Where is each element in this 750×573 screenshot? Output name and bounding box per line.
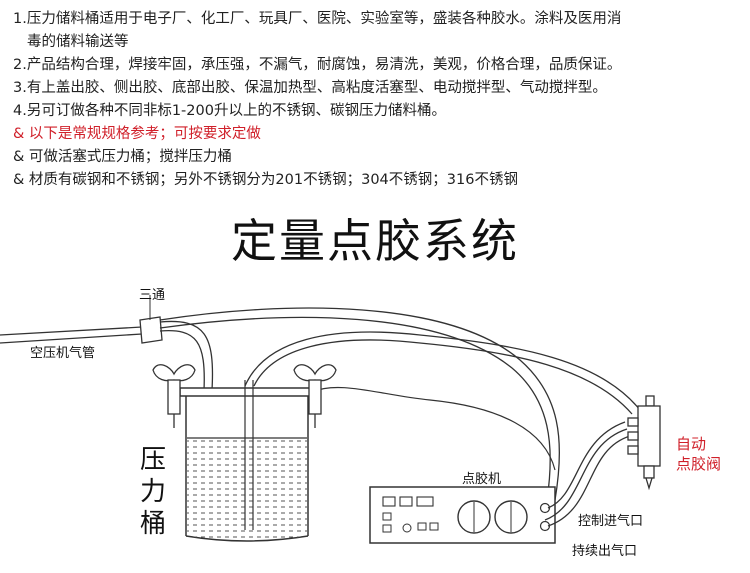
continuous-outlet-label: 持续出气口 xyxy=(572,544,638,559)
tee-label: 三通 xyxy=(139,288,166,303)
glue-feed-tube xyxy=(244,331,641,415)
note-3: 3.有上盖出胶、侧出胶、底部出胶、保温加热型、高粘度活塞型、电动搅拌型、气动搅拌… xyxy=(13,80,607,96)
tee-to-dispenser-tube xyxy=(159,307,561,501)
note-1b: 毒的储料输送等 xyxy=(27,34,129,50)
tank-label-line-3: 桶 xyxy=(140,509,167,539)
valve-label-line-2: 点胶阀 xyxy=(676,455,722,473)
notes: 1.压力储料桶适用于电子厂、化工厂、玩具厂、医院、实验室等，盛装各种胶水。涂料及… xyxy=(13,8,743,192)
note-6: & 可做活塞式压力桶；搅拌压力桶 xyxy=(13,149,232,165)
dispenser-label: 点胶机 xyxy=(462,472,502,487)
tank-air-return-tube xyxy=(311,386,556,471)
valve-label-line-1: 自动 xyxy=(676,435,707,453)
note-7: & 材质有碳钢和不锈钢；另外不锈钢分为201不锈钢；304不锈钢；316不锈钢 xyxy=(13,172,518,188)
note-4: 4.另可订做各种不同非标1-200升以上的不锈钢、碳钢压力储料桶。 xyxy=(13,103,446,119)
valve-label: 自动 点胶阀 xyxy=(676,434,721,474)
dispensing-valve xyxy=(627,395,661,491)
note-1a: 1.压力储料桶适用于电子厂、化工厂、玩具厂、医院、实验室等，盛装各种胶水。涂料及… xyxy=(13,11,622,27)
note-2: 2.产品结构合理，焊接牢固，承压强，不漏气，耐腐蚀，易清洗，美观，价格合理，品质… xyxy=(13,57,622,73)
headline: 定量点胶系统 xyxy=(231,214,519,268)
control-inlet-label: 控制进气口 xyxy=(578,514,644,529)
tee-to-tank-tube xyxy=(159,320,214,391)
pressure-tank xyxy=(179,380,315,542)
tank-label-line-1: 压 xyxy=(140,445,167,475)
tank-label-line-2: 力 xyxy=(140,477,167,507)
dispenser-controller xyxy=(369,486,556,544)
tee-fitting xyxy=(139,295,163,344)
air-supply-tube xyxy=(0,326,143,344)
tank-label: 压 力 桶 xyxy=(140,444,166,540)
right-wing-clamp xyxy=(293,364,337,428)
note-5: & 以下是常规规格参考；可按要求定做 xyxy=(13,126,261,142)
left-wing-clamp xyxy=(152,364,196,428)
air-pipe-label: 空压机气管 xyxy=(30,346,96,361)
control-air-tubes xyxy=(544,421,631,527)
